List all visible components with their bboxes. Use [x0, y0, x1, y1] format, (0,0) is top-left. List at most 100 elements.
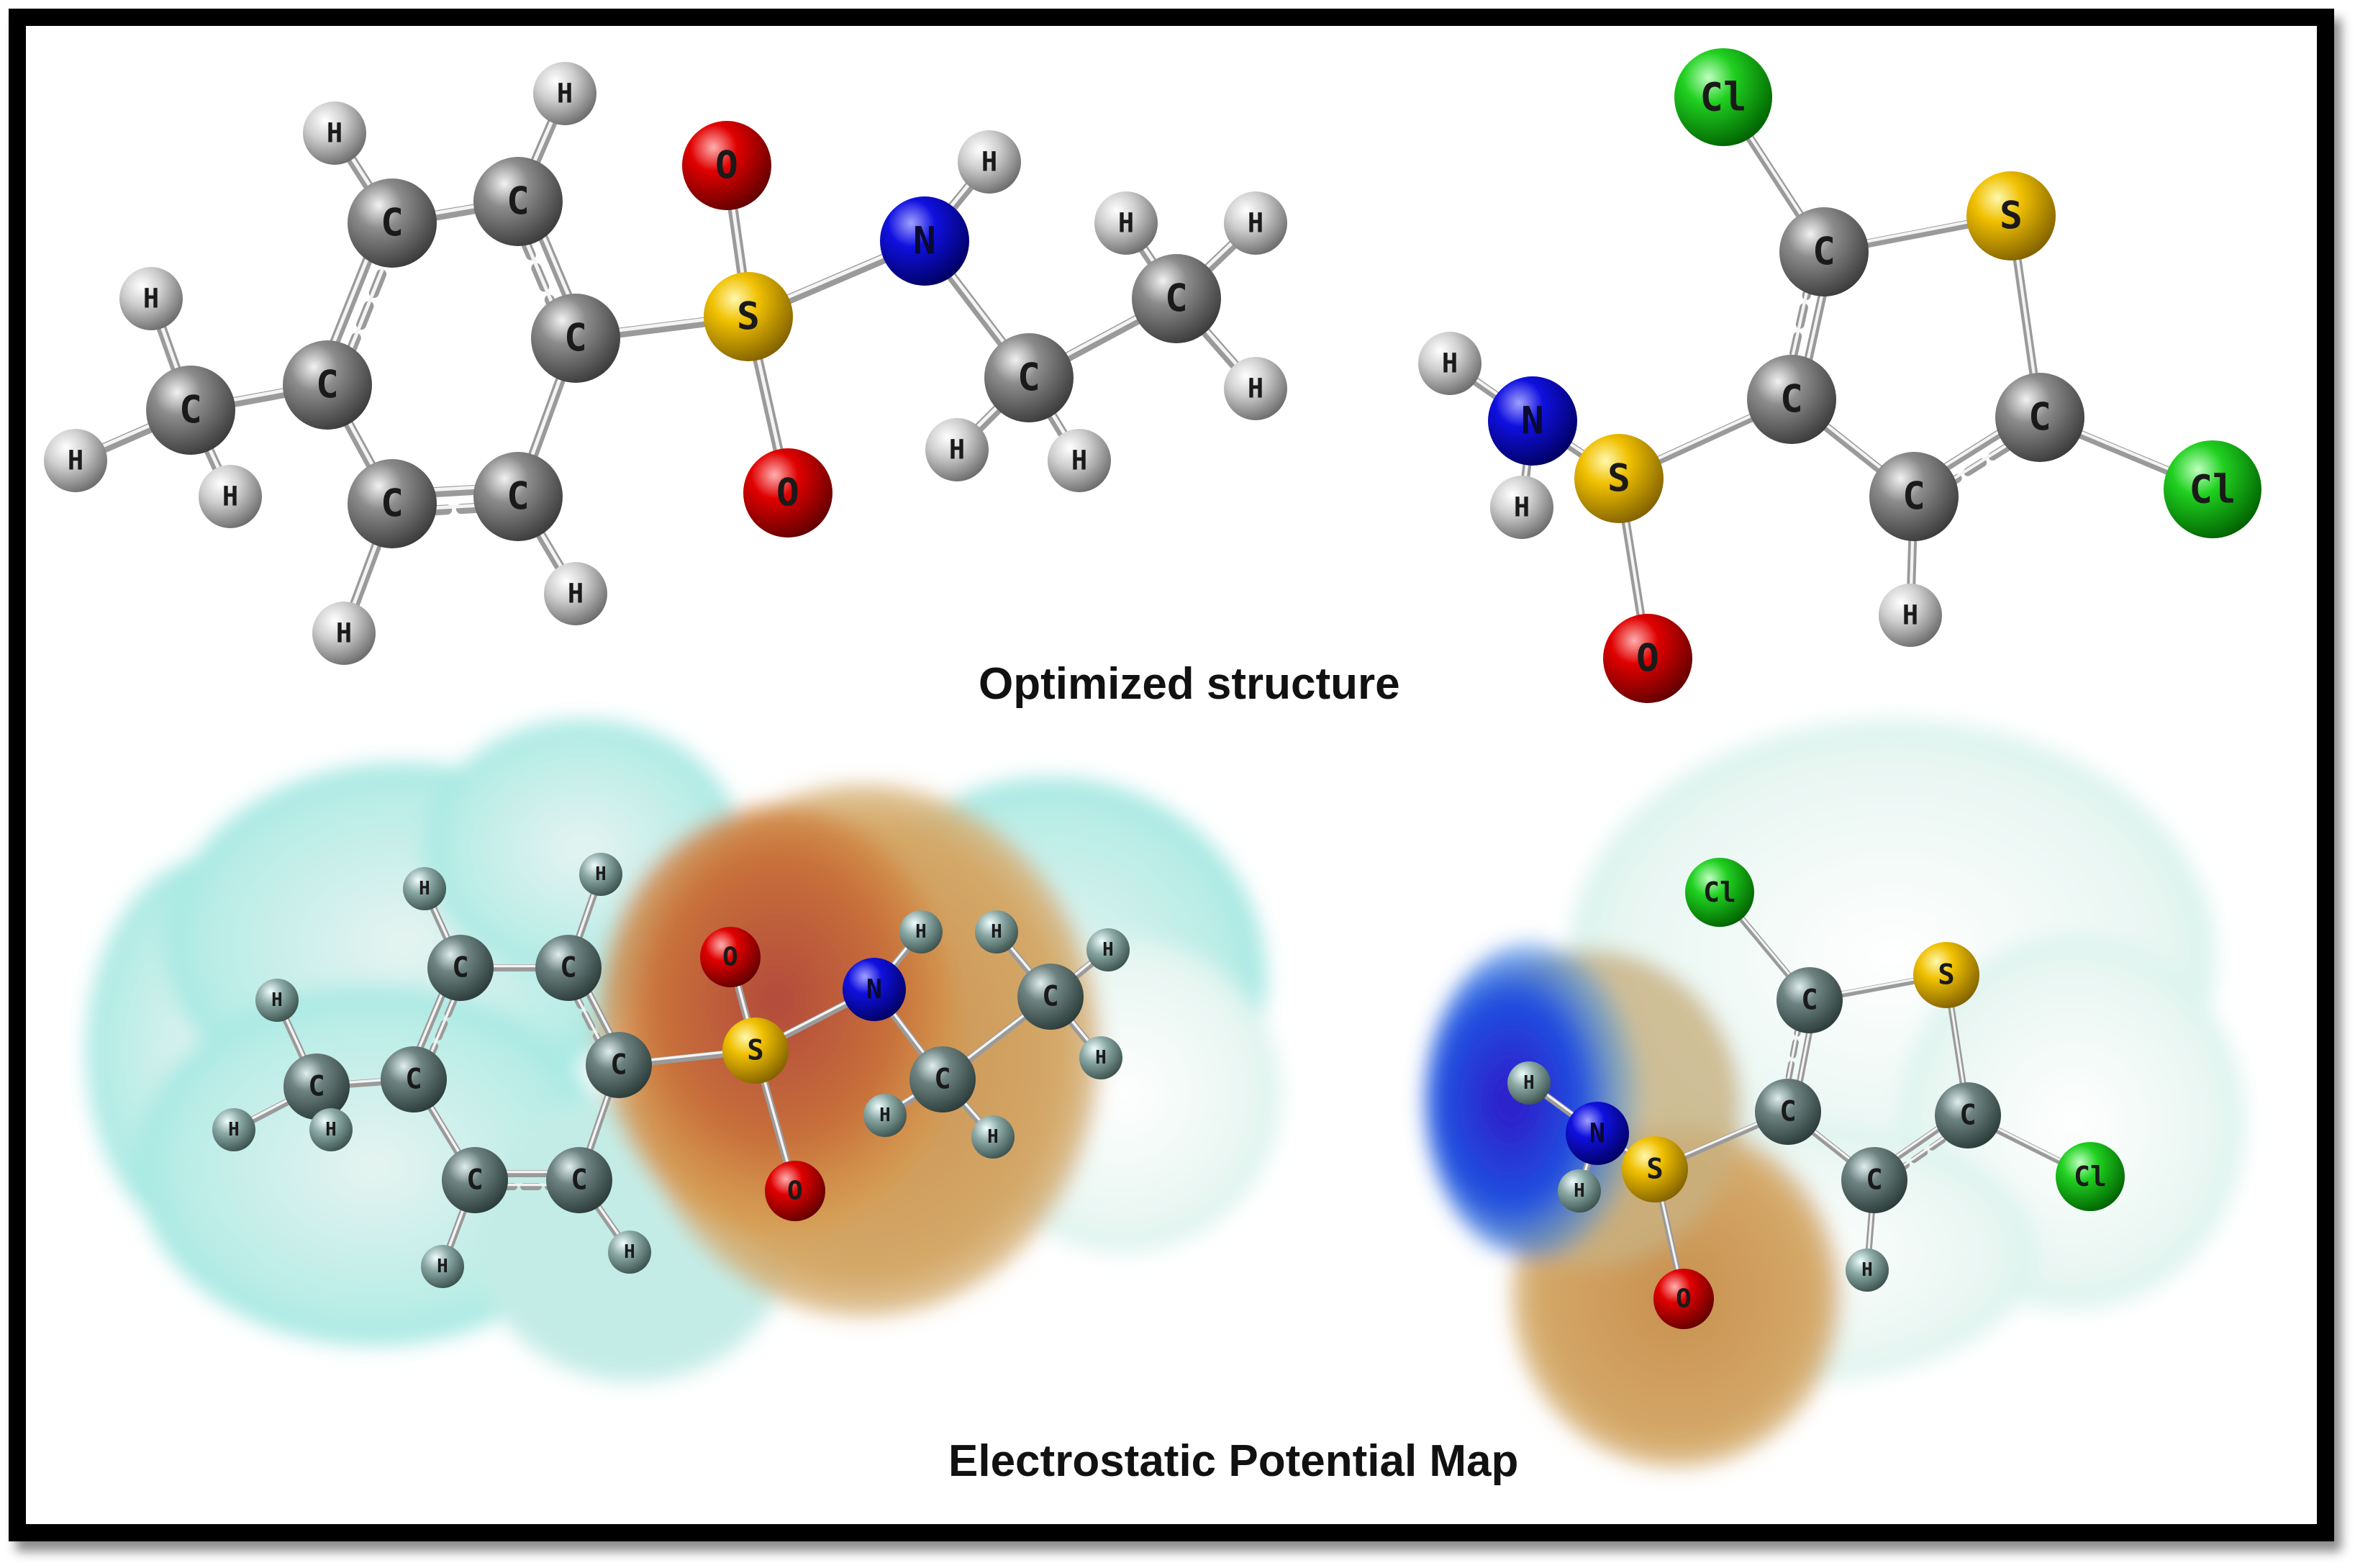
- right-optimized-atom-cd-label: C: [2028, 396, 2051, 440]
- right-esp-atom-s2-label: S: [1938, 959, 1954, 992]
- left-esp-atom-h9-label: H: [879, 1105, 891, 1126]
- left-optimized-atom-h4-label: H: [557, 78, 573, 109]
- left-esp-atom-h8-label: H: [915, 921, 927, 943]
- left-esp-atom-c3-sphere: [427, 935, 494, 1001]
- left-optimized-atom-n1: N: [880, 196, 969, 286]
- left-esp-atom-h13-label: H: [1095, 1047, 1107, 1069]
- left-optimized-atom-h5-label: H: [336, 618, 352, 649]
- left-esp-atom-h10-label: H: [987, 1126, 999, 1148]
- right-optimized-atom-hn2-label: H: [1514, 492, 1530, 523]
- right-esp-atom-o3-sphere: [1653, 1269, 1714, 1329]
- left-optimized-atom-c6-label: C: [381, 482, 404, 526]
- left-esp-atom-c6: C: [442, 1147, 508, 1213]
- right-esp-atom-hn1-label: H: [1523, 1072, 1535, 1094]
- right-optimized-atom-n2: N: [1488, 376, 1577, 466]
- left-esp-atom-s1: S: [722, 1018, 789, 1084]
- right-optimized-atom-ca-label: C: [1812, 230, 1836, 274]
- right-esp-atom-cb: C: [1755, 1079, 1821, 1145]
- right-esp-atom-s3: S: [1622, 1136, 1688, 1202]
- left-optimized-atom-c3-sphere: [348, 178, 437, 268]
- right-esp-atom-cl2-label: Cl: [2074, 1161, 2107, 1192]
- left-esp-atom-n1-label: N: [866, 974, 882, 1005]
- right-esp-atom-cd-sphere: [1935, 1082, 2001, 1148]
- left-optimized-atom-h9-label: H: [949, 435, 965, 466]
- left-optimized-atom-c2: C: [283, 340, 372, 430]
- right-esp-atom-o3-label: O: [1676, 1284, 1692, 1314]
- left-optimized-atom-c1-label: C: [179, 389, 202, 432]
- left-esp-atom-h8-sphere: [899, 910, 943, 953]
- right-esp-atom-o3: O: [1653, 1269, 1714, 1329]
- right-esp-atom-hd: H: [1846, 1248, 1889, 1292]
- left-esp-atom-c1: C: [283, 1053, 350, 1120]
- left-esp-atom-c1-sphere: [283, 1053, 350, 1120]
- right-esp-atom-cc-sphere: [1841, 1147, 1907, 1213]
- right-optimized-atom-cb: C: [1747, 355, 1836, 444]
- left-esp-atom-c8-sphere: [909, 1046, 976, 1112]
- left-optimized-atom-h6-sphere: [303, 101, 366, 165]
- left-esp-atom-h7-label: H: [624, 1241, 635, 1263]
- right-optimized-atom-hn1-sphere: [1418, 332, 1481, 395]
- left-esp-atom-c5-label: C: [610, 1049, 627, 1082]
- left-esp-atom-c2-sphere: [381, 1046, 447, 1112]
- right-optimized-atom-cc: C: [1869, 452, 1959, 541]
- right-esp-atom-cl1: Cl: [1685, 858, 1754, 927]
- left-optimized-atom-h2-label: H: [68, 445, 83, 476]
- left-esp-atom-h13-sphere: [1079, 1036, 1122, 1079]
- left-esp-atom-h11: H: [975, 910, 1018, 953]
- left-esp-atom-h5-sphere: [421, 1245, 464, 1288]
- left-esp-atom-h7: H: [608, 1231, 651, 1274]
- left-optimized-atom-c9: C: [1132, 254, 1221, 343]
- left-esp-atom-c9-label: C: [1042, 981, 1058, 1013]
- left-optimized-atom-h13-label: H: [1248, 373, 1263, 404]
- left-optimized-atom-h7-label: H: [568, 579, 584, 609]
- right-optimized-atom-s2: S: [1966, 171, 2056, 260]
- right-optimized-atom-s3-label: S: [1607, 457, 1630, 501]
- right-esp-atom-s3-label: S: [1646, 1154, 1663, 1186]
- left-optimized-atom-c1-sphere: [146, 366, 235, 455]
- right-esp-atom-ca-sphere: [1777, 967, 1843, 1033]
- right-esp-atom-cd-label: C: [1959, 1100, 1976, 1132]
- left-esp-atom-n1: N: [843, 958, 906, 1021]
- left-optimized-atom-c8-sphere: [984, 333, 1074, 422]
- left-optimized-atom-c4-sphere: [473, 157, 563, 246]
- left-optimized-atom-c5-sphere: [531, 294, 620, 383]
- left-esp-atom-c2-label: C: [405, 1064, 422, 1096]
- right-esp-atom-hn2-sphere: [1558, 1169, 1601, 1213]
- right-esp-atom-cl1-label: Cl: [1703, 876, 1736, 908]
- left-optimized-atom-o1-label: O: [715, 144, 738, 188]
- left-optimized-atom-h6: H: [303, 101, 366, 165]
- left-optimized-atom-h3-label: H: [222, 481, 238, 512]
- optimized-structure-caption: Optimized structure: [979, 659, 1400, 709]
- left-optimized-atom-s1: S: [704, 272, 793, 361]
- right-optimized-atom-hn2: H: [1490, 476, 1553, 539]
- left-optimized-atom-s1-label: S: [737, 295, 760, 339]
- left-esp-atom-o2: O: [765, 1161, 825, 1221]
- left-optimized-atom-c1: C: [146, 366, 235, 455]
- left-esp-atom-h5: H: [421, 1245, 464, 1288]
- left-optimized-atom-h11-sphere: [1094, 191, 1158, 255]
- left-esp-atom-h3: H: [309, 1108, 353, 1151]
- left-optimized-atom-c3-label: C: [381, 201, 404, 245]
- left-optimized-atom-h4: H: [533, 62, 596, 125]
- left-optimized-atom-h13-sphere: [1224, 357, 1287, 420]
- left-optimized-atom-h1-label: H: [143, 284, 159, 314]
- left-optimized-atom-c8-label: C: [1017, 356, 1040, 400]
- left-esp-atom-n1-sphere: [843, 958, 906, 1021]
- left-optimized-atom-h2: H: [44, 429, 107, 492]
- left-esp-atom-c5: C: [586, 1032, 652, 1098]
- left-esp-atom-c2: C: [381, 1046, 447, 1112]
- left-optimized-atom-c6: C: [348, 459, 437, 548]
- left-optimized-atom-c2-sphere: [283, 340, 372, 430]
- right-esp-atom-cc: C: [1841, 1147, 1907, 1213]
- left-optimized-atom-h8-label: H: [981, 147, 997, 178]
- right-optimized-atom-cl2-sphere: [2164, 440, 2261, 538]
- left-optimized-atom-c5-label: C: [564, 317, 587, 361]
- left-esp-atom-h4-label: H: [595, 864, 607, 885]
- right-esp-atom-hn2-label: H: [1574, 1180, 1585, 1202]
- left-optimized-atom-h9: H: [925, 418, 989, 481]
- left-optimized-atom-o2: O: [743, 448, 832, 538]
- left-esp-atom-o1-label: O: [722, 943, 738, 972]
- left-esp-atom-o2-label: O: [787, 1177, 803, 1206]
- left-esp-atom-c3-label: C: [452, 952, 468, 984]
- left-optimized-atom-h13: H: [1224, 357, 1287, 420]
